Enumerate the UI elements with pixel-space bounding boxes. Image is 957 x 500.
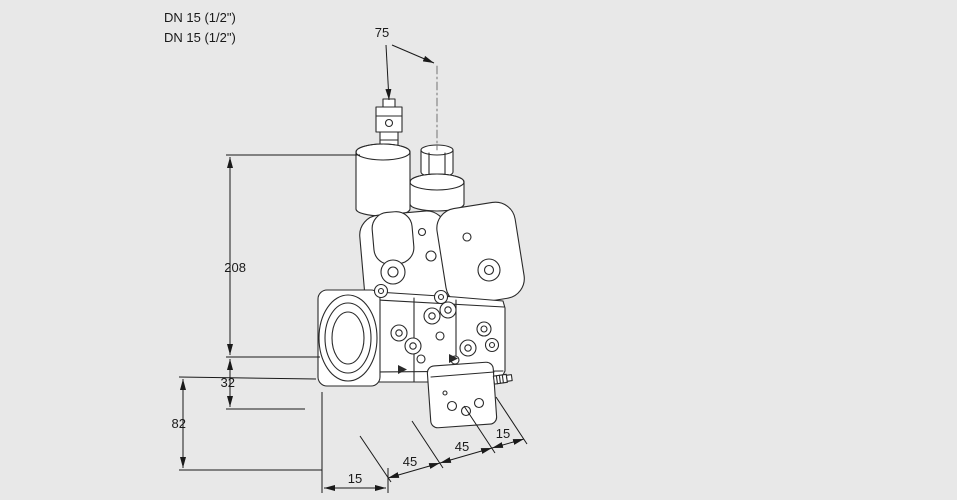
screws [373, 283, 500, 365]
dim-15-bottom-label: 15 [348, 471, 362, 486]
dim-15-right-label: 15 [496, 426, 510, 441]
flow-arrow-icons [398, 354, 458, 374]
valve-assembly [317, 65, 525, 429]
dim-75-label: 75 [375, 25, 389, 40]
dimension-height-upper [226, 154, 360, 358]
dim-45-b-label: 45 [455, 439, 469, 454]
dimension-height-lower [178, 376, 322, 471]
lower-block [426, 361, 498, 429]
dimension-height-mid [226, 359, 305, 410]
dimension-top-width [385, 44, 435, 101]
dim-45-a-label: 45 [403, 454, 417, 469]
port-opening [318, 294, 378, 382]
actuator-housing-right [436, 201, 525, 306]
dn-label-1: DN 15 (1/2") [164, 10, 236, 25]
dim-32-label: 32 [221, 375, 235, 390]
solenoid-coil-left [355, 143, 411, 217]
test-nipple [492, 373, 513, 385]
dimension-depth-chain [359, 396, 528, 483]
solenoid-coil-right [409, 173, 465, 212]
dn-label-2: DN 15 (1/2") [164, 30, 236, 45]
dim-208-label: 208 [224, 260, 246, 275]
dim-82-label: 82 [172, 416, 186, 431]
connector-plug [375, 98, 403, 149]
